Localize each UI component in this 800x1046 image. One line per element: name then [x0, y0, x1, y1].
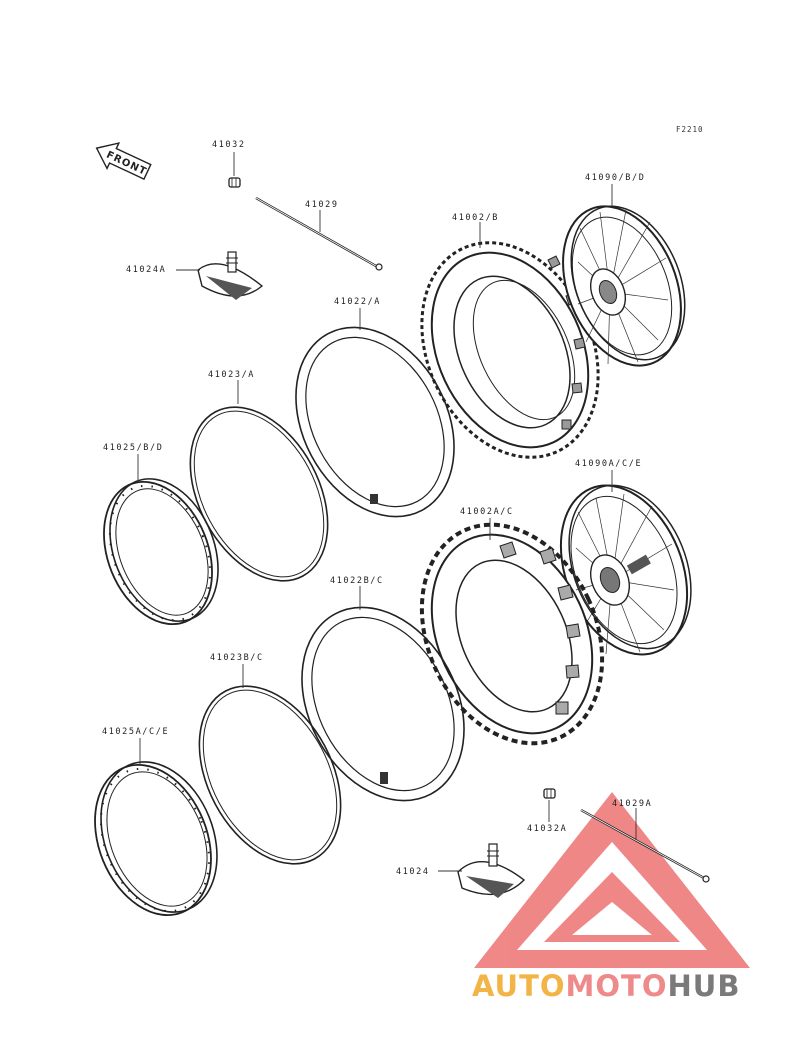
watermark-wordmark: AUTOMOTOHUB [472, 969, 740, 1003]
valve-nut-41032 [228, 177, 241, 188]
watermark-hub: HUB [668, 969, 741, 1003]
label-41090ACE: 41090A/C/E [575, 459, 642, 469]
rim-band-41023BC [198, 685, 342, 865]
wheel-41090BD [562, 205, 686, 367]
label-41023A: 41023/A [208, 370, 255, 380]
label-41022BC: 41022B/C [330, 576, 384, 586]
label-41025ACE: 41025A/C/E [102, 727, 169, 737]
rim-lock-41024A [197, 251, 264, 300]
tire-41002AC [419, 522, 605, 746]
label-41002B: 41002/B [452, 213, 499, 223]
tube-41022BC [301, 606, 465, 802]
front-arrow-icon: FRONT [95, 142, 152, 181]
valve-nut-41032A [543, 788, 556, 799]
watermark-moto: MOTO [566, 969, 668, 1003]
label-41032A: 41032A [527, 824, 567, 834]
label-41029: 41029 [305, 200, 339, 210]
rim-41025ACE [94, 761, 218, 916]
label-41025BD: 41025/B/D [103, 443, 163, 453]
figure-code: F2210 [676, 125, 704, 134]
rim-41025BD [103, 478, 219, 626]
label-41090BD: 41090/B/D [585, 173, 645, 183]
label-41029A: 41029A [612, 799, 652, 809]
watermark-logo-triangle [474, 792, 750, 968]
rim-lock-41024 [457, 843, 526, 898]
label-41024: 41024 [396, 867, 430, 877]
label-41022A: 41022/A [334, 297, 381, 307]
label-41002AC: 41002A/C [460, 507, 514, 517]
spoke-rod-41029 [255, 196, 383, 271]
svg-text:AUTOMOTOHUB: AUTOMOTOHUB [472, 969, 740, 1003]
tube-41022A [295, 326, 455, 518]
label-41023BC: 41023B/C [210, 653, 264, 663]
label-41024A: 41024A [126, 265, 166, 275]
label-41032: 41032 [212, 140, 246, 150]
spoke-rod-41029A [580, 808, 710, 883]
watermark-auto: AUTO [472, 969, 566, 1003]
